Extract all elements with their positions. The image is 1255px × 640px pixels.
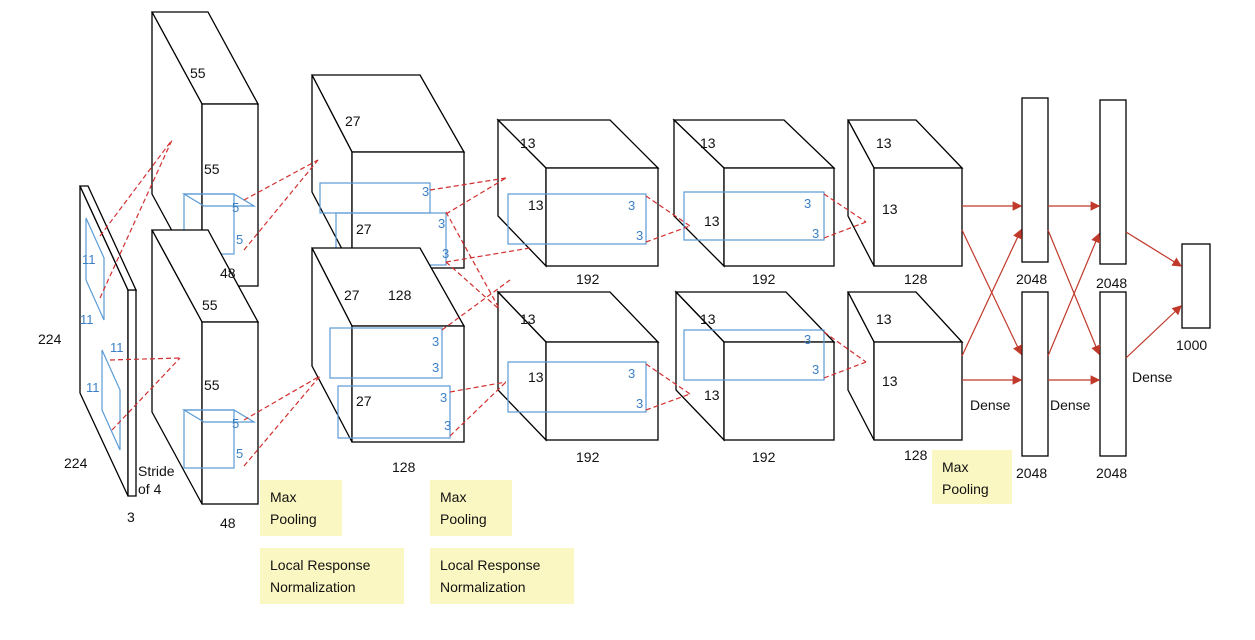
kernel-label: 11 [110, 340, 124, 355]
dense-size-label: 2048 [1096, 465, 1127, 481]
kernel-label: 11 [82, 252, 96, 267]
kernel-label: 3 [432, 360, 439, 375]
lrn-note: Local Response Normalization [430, 548, 574, 604]
conv3-bottom-side-label: 27 [356, 393, 372, 409]
dense-label: Dense [970, 397, 1011, 413]
conv-block-128-top [846, 119, 964, 267]
conv6-bottom-side-label: 13 [882, 373, 898, 389]
conv2-top-channels-label: 48 [220, 265, 236, 281]
conv2-bottom-channels-label: 48 [220, 515, 236, 531]
lrn-note: Local Response Normalization [260, 548, 404, 604]
kernel-label: 3 [812, 362, 819, 377]
conv-block-55-bottom [150, 229, 260, 505]
stride-label: Stride of 4 [138, 463, 175, 497]
kernel-label: 3 [438, 216, 445, 231]
kernel-label: 3 [812, 226, 819, 241]
dense-arrows [961, 201, 1183, 385]
conv2-bottom-depth-label: 55 [202, 297, 218, 313]
kernel-label: 5 [232, 200, 239, 215]
kernel-label: 3 [432, 334, 439, 349]
conv6-bottom-channels-label: 128 [904, 447, 928, 463]
max-pooling-note: Max Pooling [430, 480, 512, 536]
conv4-bottom-channels-label: 192 [576, 449, 600, 465]
kernel-label: 5 [232, 416, 239, 431]
conv5-bottom-side-label: 13 [704, 387, 720, 403]
conv5-bottom-channels-label: 192 [752, 449, 776, 465]
conv-block-192-top-2 [672, 118, 836, 268]
dense-size-label: 2048 [1016, 271, 1047, 287]
conv-block-192-bottom-1 [496, 290, 660, 442]
kernel-label: 3 [636, 396, 643, 411]
kernel-label: 11 [80, 312, 94, 327]
conv6-top-side-label: 13 [882, 201, 898, 217]
conv2-top-depth-label: 55 [190, 65, 206, 81]
kernel-label: 11 [86, 380, 100, 395]
max-pooling-note: Max Pooling [932, 450, 1012, 504]
conv-block-27-top [310, 74, 466, 269]
dense-label: Dense [1050, 397, 1091, 413]
conv3-bottom-channels-label: 128 [392, 459, 416, 475]
dashed-connections [99, 139, 867, 467]
conv3-top-depth-label: 27 [345, 113, 361, 129]
conv6-bottom-depth-label: 13 [876, 311, 892, 327]
kernel-label: 3 [804, 332, 811, 347]
conv3-top-channels-label: 128 [388, 287, 412, 303]
input-depth-label: 3 [127, 509, 135, 525]
input-height-label: 224 [38, 331, 62, 347]
dense-block-1-top [1021, 97, 1049, 263]
conv-block-192-top-1 [496, 118, 660, 268]
conv5-top-depth-label: 13 [700, 135, 716, 151]
kernel-label: 3 [444, 418, 451, 433]
kernel-label: 3 [628, 198, 635, 213]
conv6-top-channels-label: 128 [904, 271, 928, 287]
kernel-label: 3 [442, 246, 449, 261]
input-block [78, 185, 138, 497]
kernel-label: 5 [236, 232, 243, 247]
dense-size-label: 2048 [1096, 275, 1127, 291]
conv4-top-depth-label: 13 [520, 135, 536, 151]
dense-block-1-bottom [1021, 291, 1049, 457]
dense-label: Dense [1132, 369, 1173, 385]
conv5-top-side-label: 13 [704, 213, 720, 229]
output-size-label: 1000 [1176, 337, 1207, 353]
kernel-label: 3 [440, 390, 447, 405]
input-width-label: 224 [64, 455, 88, 471]
dense-block-2-top [1099, 99, 1127, 265]
conv5-bottom-depth-label: 13 [700, 311, 716, 327]
kernel-label: 5 [236, 446, 243, 461]
conv4-bottom-side-label: 13 [528, 369, 544, 385]
kernel-label: 3 [628, 366, 635, 381]
conv6-top-depth-label: 13 [876, 135, 892, 151]
conv4-top-channels-label: 192 [576, 271, 600, 287]
conv-block-128-bottom [846, 291, 964, 441]
conv3-bottom-side-label: 27 [344, 287, 360, 303]
conv2-top-side-label: 55 [204, 161, 220, 177]
dense-block-2-bottom [1099, 291, 1127, 457]
conv2-bottom-side-label: 55 [204, 377, 220, 393]
conv-block-192-bottom-2 [674, 290, 836, 442]
conv3-top-side-label: 27 [356, 221, 372, 237]
conv4-bottom-depth-label: 13 [520, 311, 536, 327]
kernel-label: 3 [804, 196, 811, 211]
conv5-top-channels-label: 192 [752, 271, 776, 287]
conv4-top-side-label: 13 [528, 197, 544, 213]
kernel-label: 3 [636, 228, 643, 243]
conv-block-27-bottom [310, 247, 466, 443]
max-pooling-note: Max Pooling [260, 480, 342, 536]
kernel-label: 3 [422, 184, 429, 199]
output-block [1181, 243, 1211, 329]
dense-size-label: 2048 [1016, 465, 1047, 481]
